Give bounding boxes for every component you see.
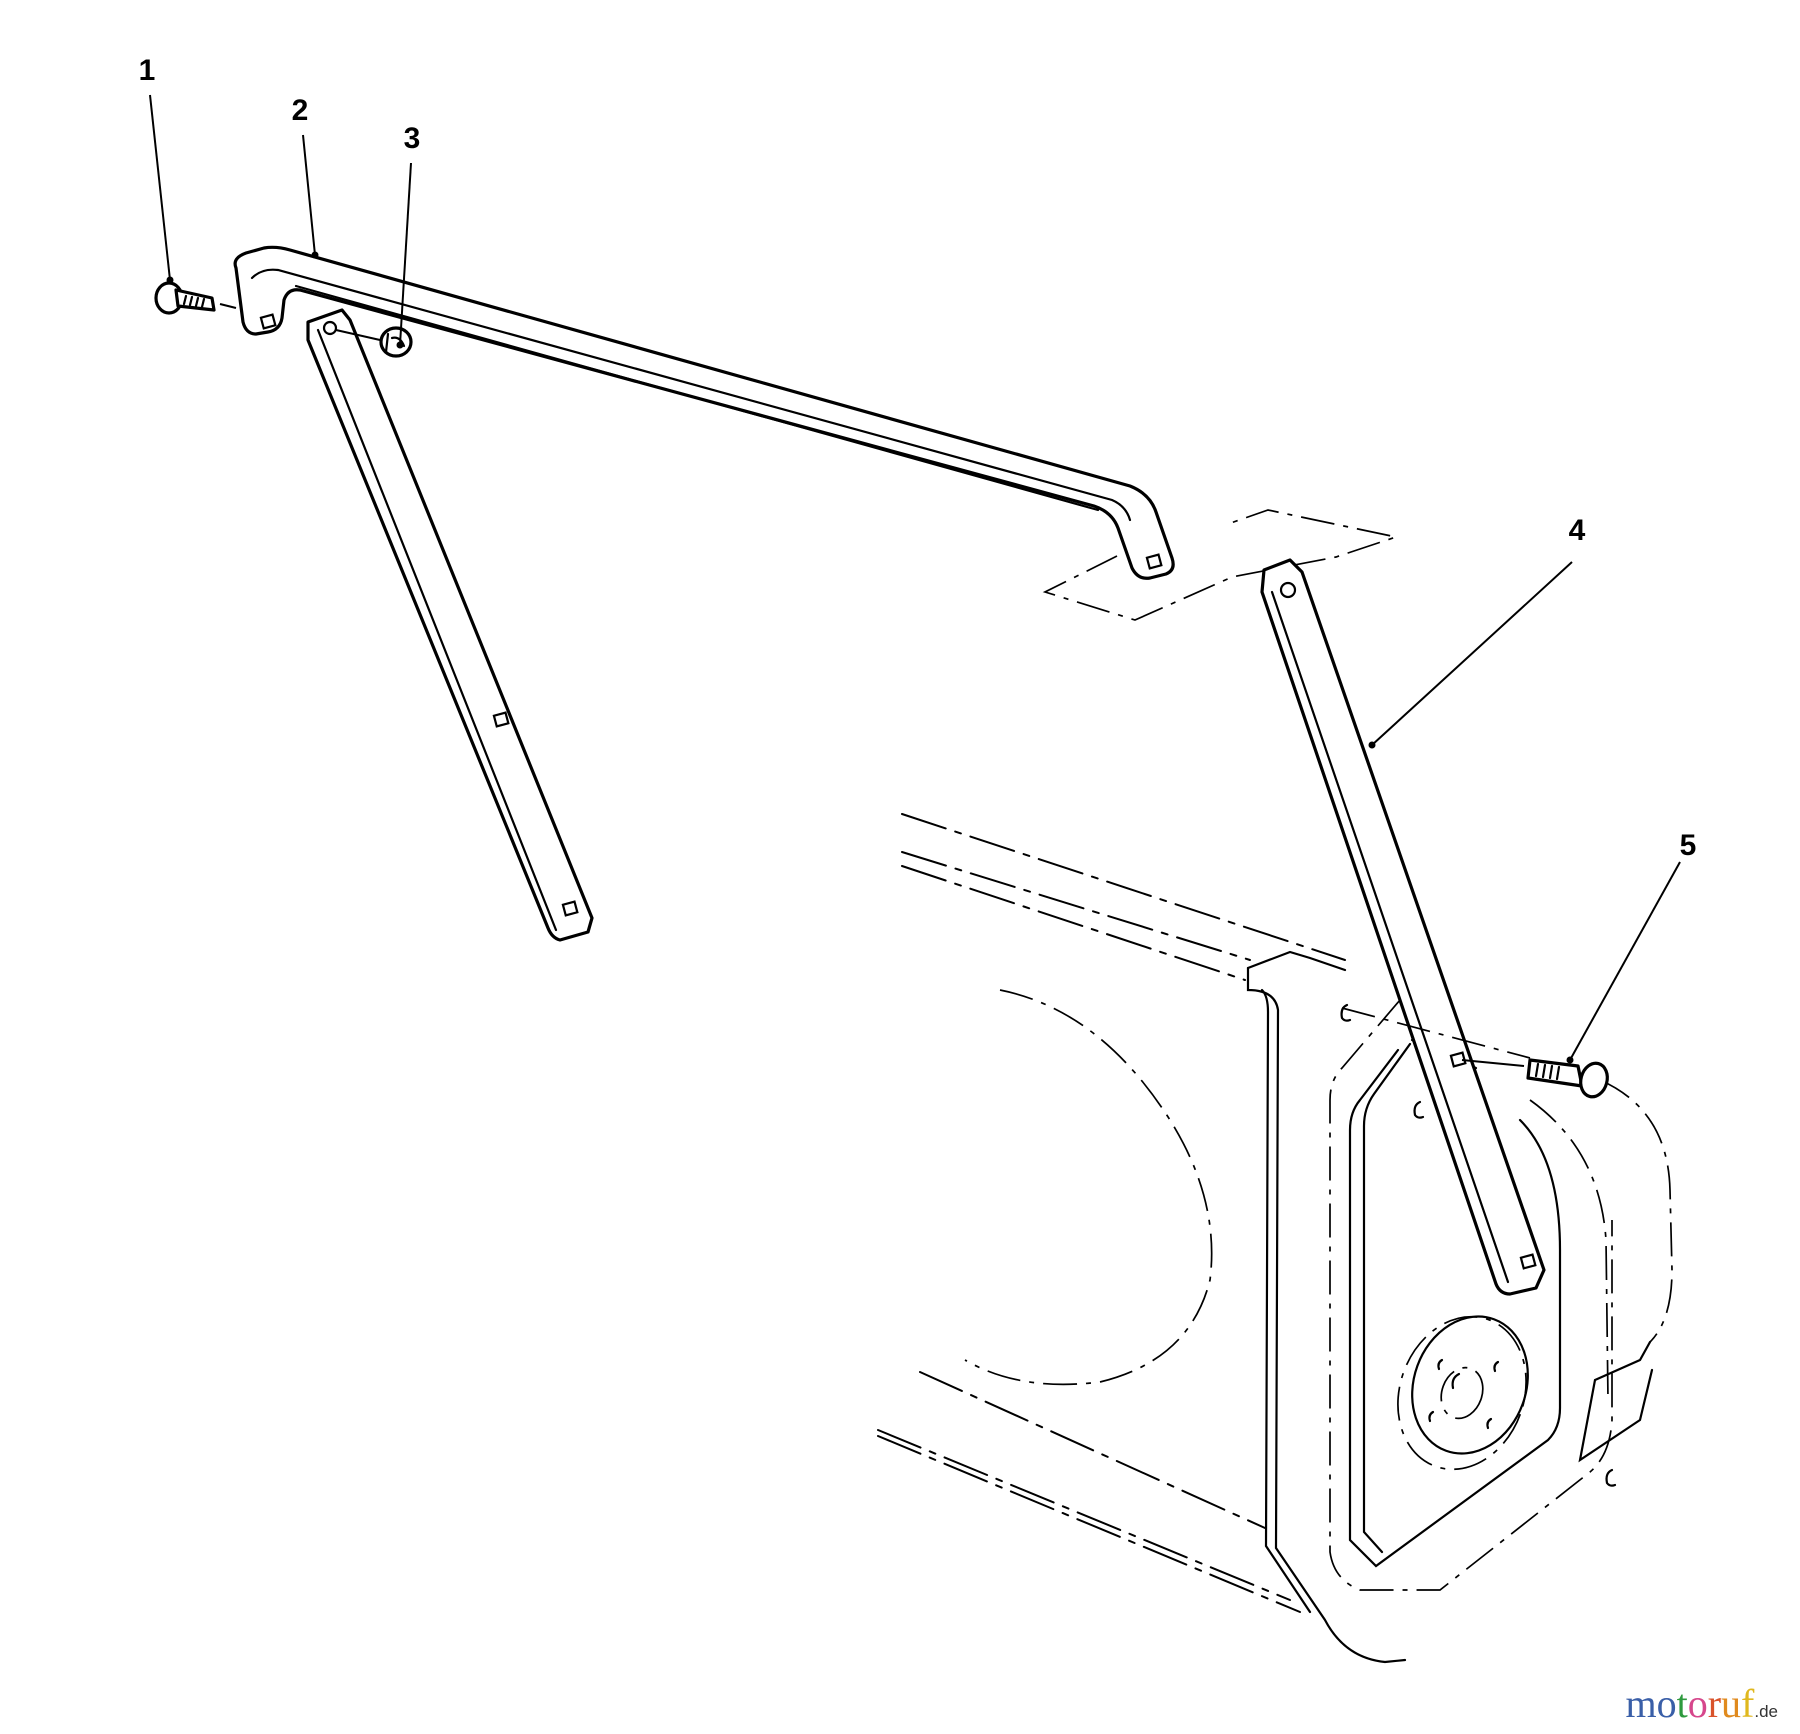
watermark-letter: u (1721, 1681, 1742, 1726)
watermark-letter: t (1676, 1681, 1688, 1726)
callout-number: 4 (1569, 514, 1586, 547)
callout-4: 4 (1368, 514, 1586, 749)
callout-number: 5 (1680, 829, 1697, 862)
callout-1: 1 (139, 54, 174, 284)
callout-number: 1 (139, 54, 156, 87)
brace-bar-part-4 (1260, 558, 1546, 1296)
watermark-letter: r (1707, 1681, 1722, 1726)
watermark-letter: m (1625, 1681, 1657, 1726)
watermark-letter: o (1687, 1681, 1708, 1726)
leader-line (1569, 861, 1681, 1061)
callout-number: 2 (292, 94, 309, 127)
leader-dot (166, 276, 174, 284)
callouts: 1 2 3 4 5 (139, 54, 1697, 1064)
callout-3: 3 (396, 122, 421, 349)
callout-5: 5 (1566, 829, 1697, 1064)
watermark-letter: o (1656, 1681, 1677, 1726)
housing-outline (877, 813, 1673, 1664)
leader-dot (1368, 741, 1376, 749)
leader-line (399, 162, 412, 346)
leader-dot (311, 251, 319, 259)
handle-bar-part-2 (233, 245, 1175, 580)
leader-dot (1566, 1056, 1574, 1064)
watermark-text: motoruf (1625, 1681, 1754, 1726)
carriage-bolt-part-5 (1341, 1007, 1609, 1099)
brace-bar-left (306, 308, 594, 942)
mounting-plane (1042, 509, 1400, 621)
watermark-letter: f (1741, 1681, 1755, 1726)
leader-line (149, 94, 171, 281)
leader-line (1371, 561, 1573, 746)
leader-line (302, 134, 316, 256)
watermark-suffix: .de (1754, 1702, 1778, 1721)
watermark-logo: motoruf.de (1625, 1684, 1778, 1724)
carriage-bolt-part-1 (154, 281, 237, 315)
callout-2: 2 (292, 94, 319, 259)
callout-number: 3 (404, 122, 421, 155)
leader-dot (396, 341, 404, 349)
